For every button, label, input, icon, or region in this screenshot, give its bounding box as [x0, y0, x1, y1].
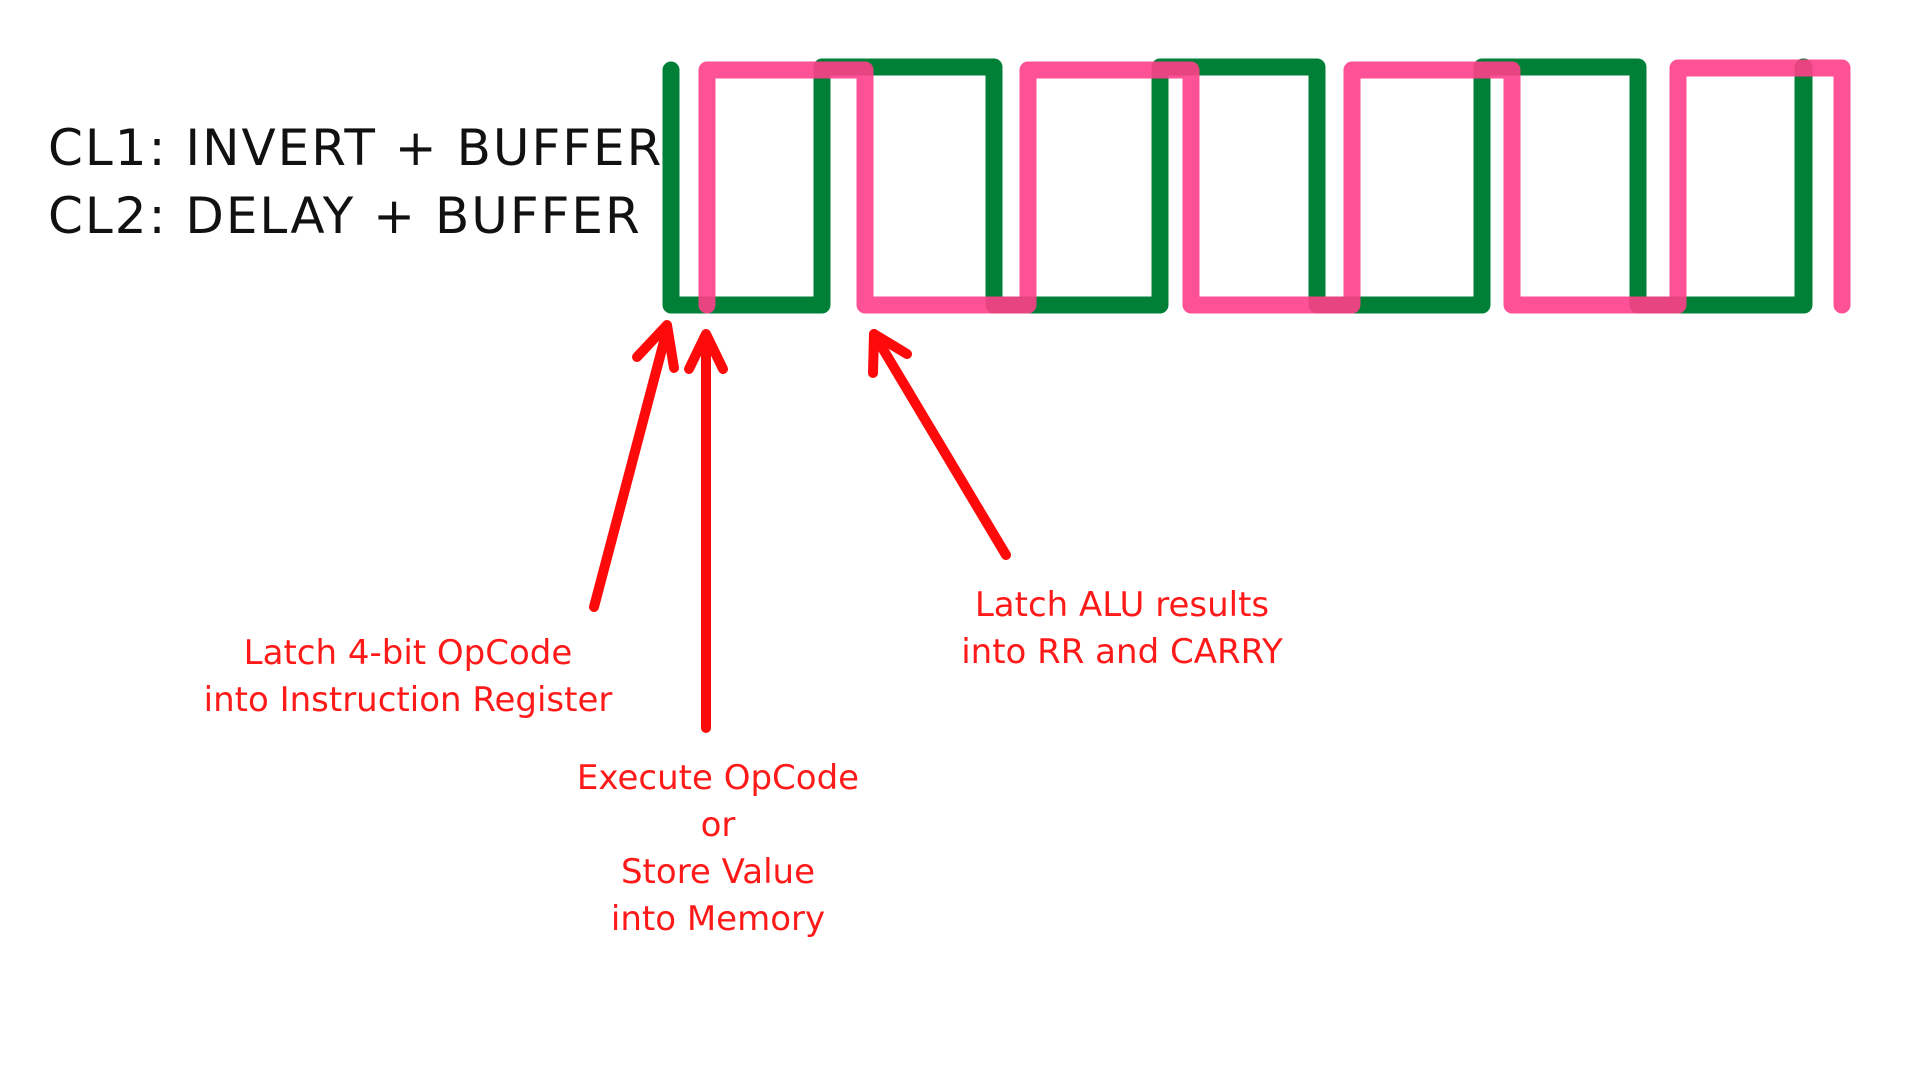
- arrow-latch-opcode: [589, 320, 679, 612]
- annotation-execute-line1: Execute OpCode: [576, 758, 860, 798]
- annotation-execute-line2: or: [700, 805, 736, 845]
- annotation-latch-alu-line1: Latch ALU results: [974, 585, 1270, 625]
- annotation-execute-opcode: Execute OpCode or Store Value into Memor…: [577, 755, 859, 943]
- title-cl2: CL2: DELAY + BUFFER: [48, 187, 642, 245]
- arrow-execute-opcode: [684, 329, 728, 733]
- annotation-latch-opcode: Latch 4-bit OpCode into Instruction Regi…: [204, 630, 613, 724]
- annotation-execute-line4: into Memory: [610, 899, 826, 939]
- annotation-latch-alu: Latch ALU results into RR and CARRY: [961, 582, 1283, 676]
- annotation-execute-line3: Store Value: [620, 852, 816, 892]
- cl2-waveform: [698, 59, 1851, 314]
- annotation-latch-alu-line2: into RR and CARRY: [961, 632, 1283, 672]
- annotation-latch-opcode-line2: into Instruction Register: [203, 680, 613, 720]
- arrow-latch-alu: [868, 329, 1011, 560]
- cl1-waveform: [662, 58, 1813, 314]
- title-cl1: CL1: INVERT + BUFFER: [48, 119, 664, 177]
- annotation-latch-opcode-line1: Latch 4-bit OpCode: [243, 633, 573, 673]
